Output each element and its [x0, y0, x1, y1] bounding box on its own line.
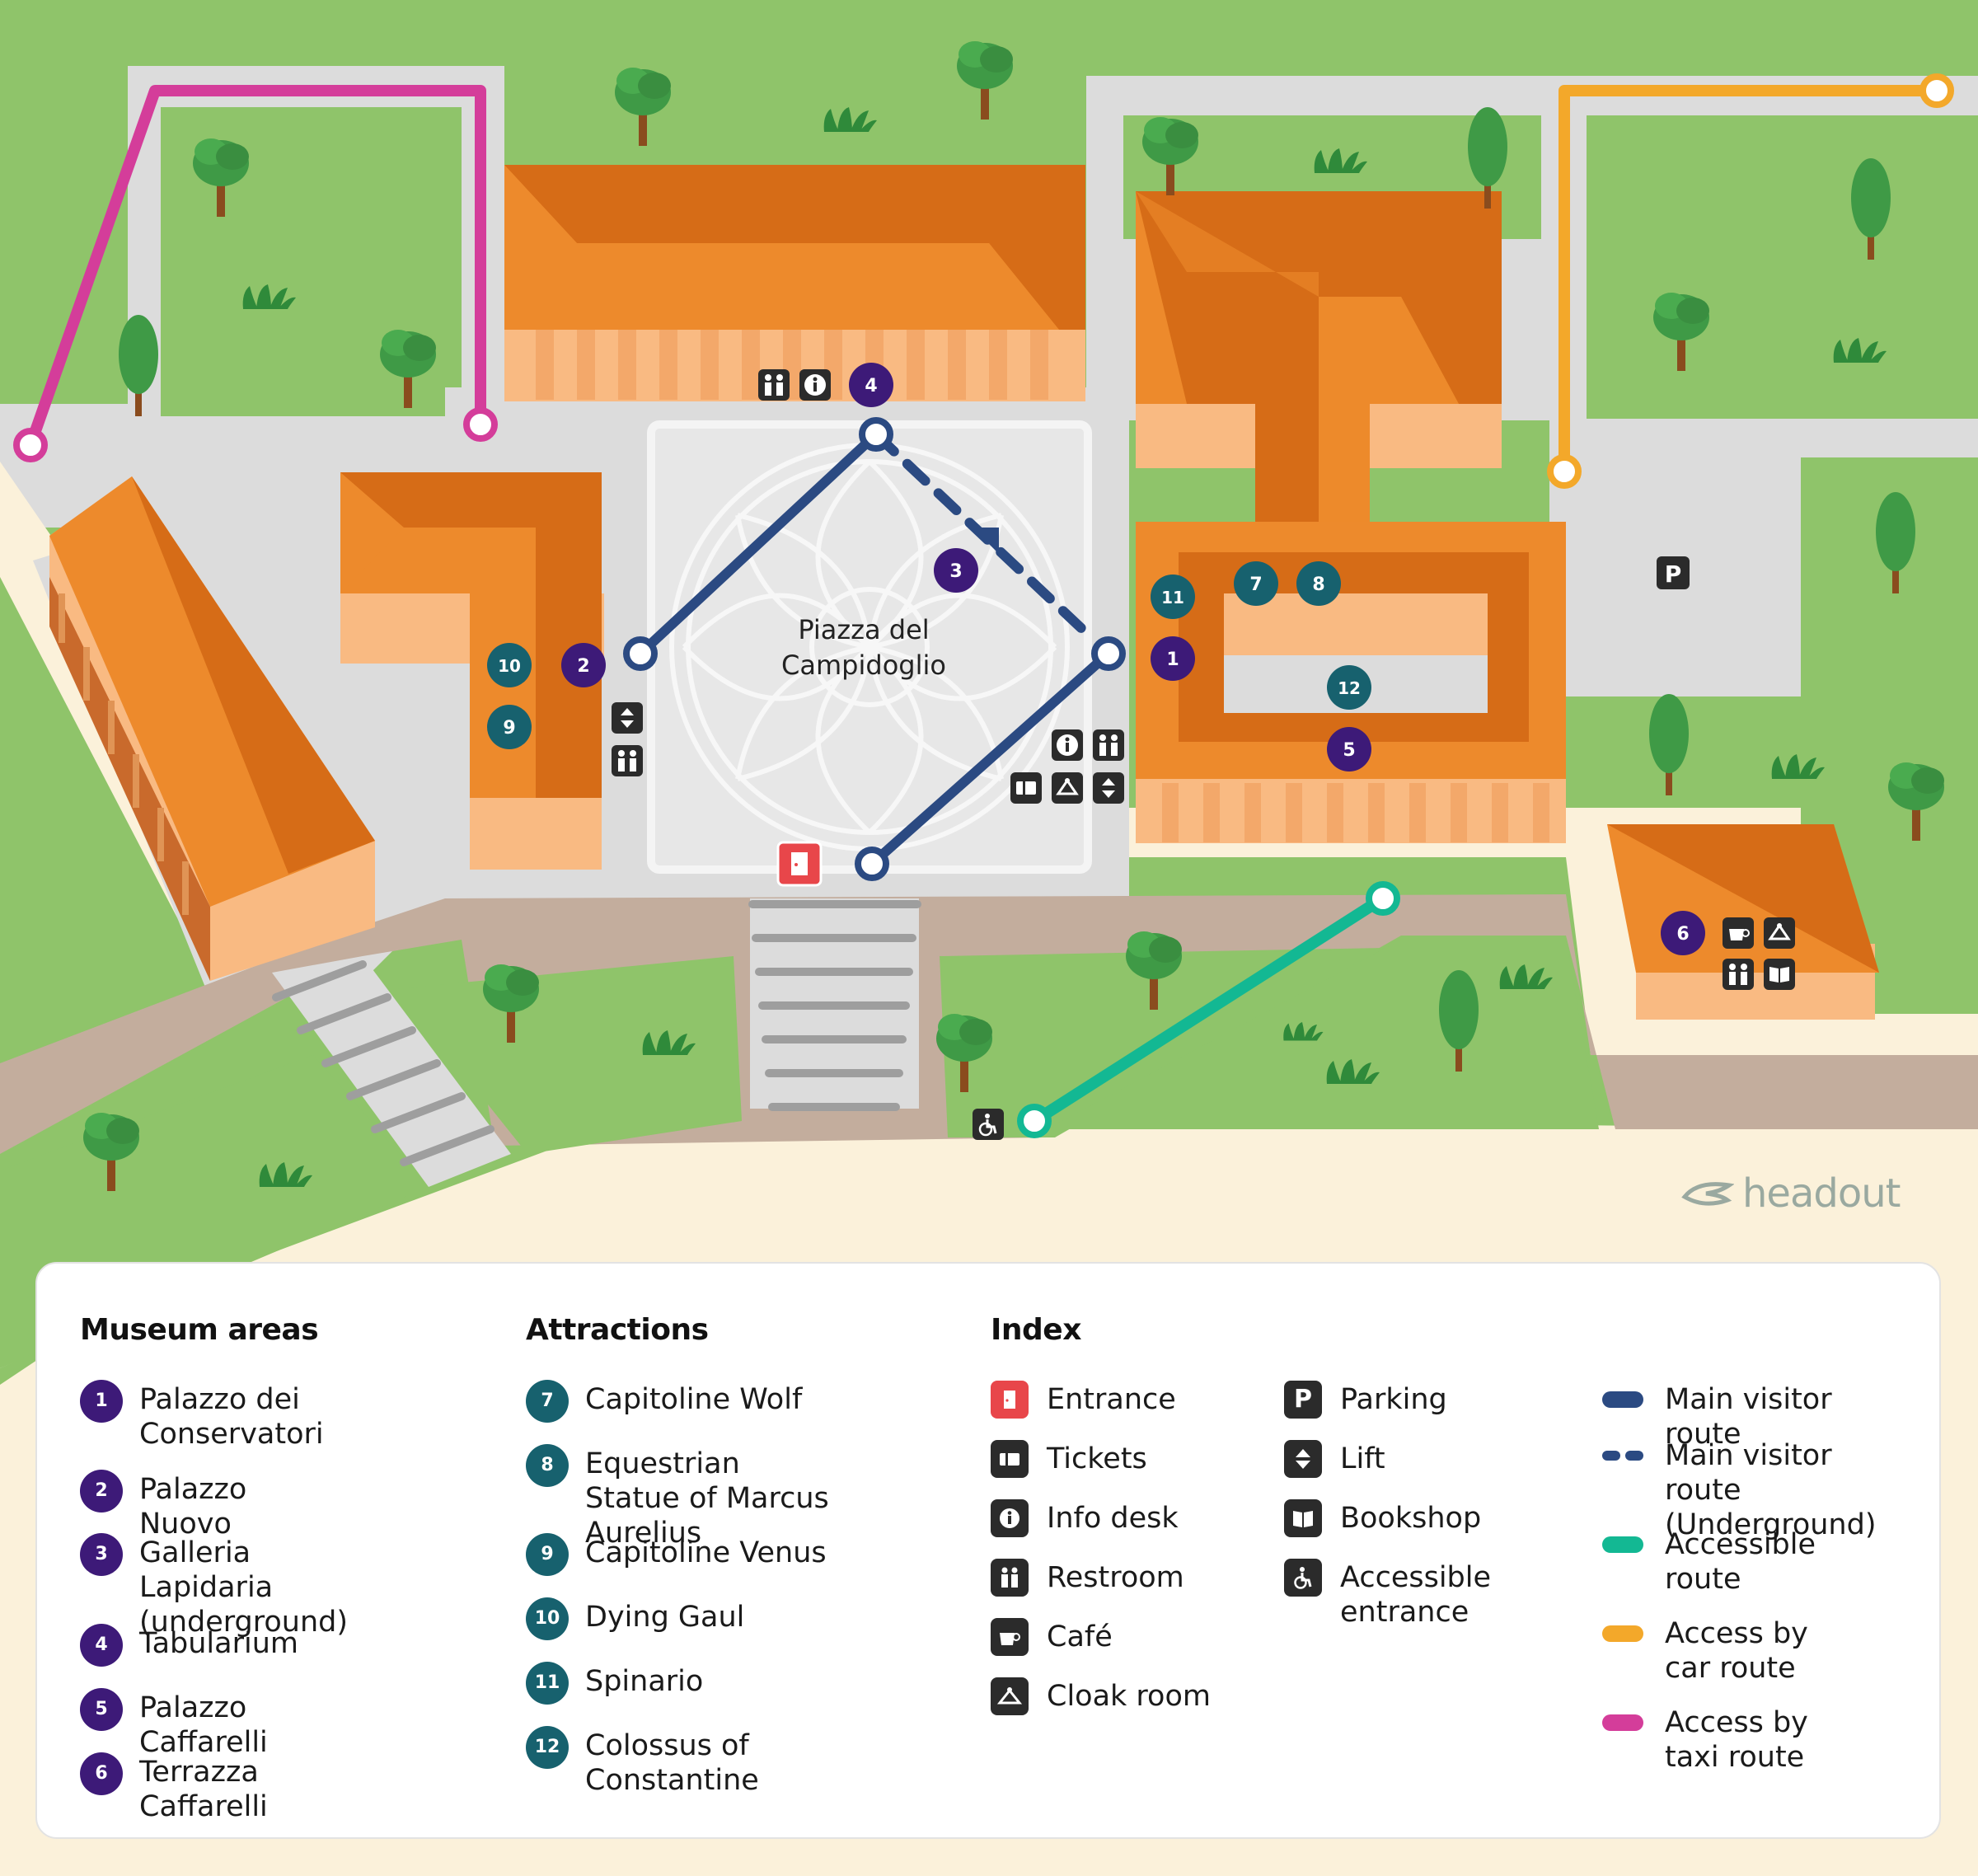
area-marker-3[interactable]: 3 [934, 548, 978, 593]
legend-index-lift: Lift [1284, 1440, 1385, 1478]
area-marker-4[interactable]: 4 [849, 363, 893, 407]
legend-route-accessible: Accessible route [1602, 1527, 1833, 1597]
headout-logo: headout [1681, 1170, 1901, 1217]
legend-route-main-underground: Main visitor route (Underground) [1602, 1438, 1915, 1542]
restroom-icon [758, 369, 790, 401]
main-route-swatch [1602, 1391, 1643, 1408]
cloak-room-icon [991, 1677, 1029, 1715]
accessible-route-swatch [1602, 1536, 1643, 1553]
attraction-marker-7[interactable]: 7 [1234, 561, 1278, 606]
legend-index-entrance: Entrance [991, 1381, 1176, 1419]
bookshop-icon [1764, 959, 1795, 990]
legend-index-accessible-entrance: Accessible entrance [1284, 1559, 1498, 1630]
legend-index-info: Info desk [991, 1499, 1179, 1537]
cafe-icon [991, 1618, 1029, 1656]
legend-index-cafe: Café [991, 1618, 1113, 1656]
parking-icon: P [1657, 556, 1690, 589]
restroom-icon [1723, 959, 1754, 990]
attraction-marker-9[interactable]: 9 [487, 705, 532, 749]
underground-route-swatch [1602, 1447, 1643, 1464]
restroom-icon [991, 1559, 1029, 1597]
info-icon [991, 1499, 1029, 1537]
svg-text:11: 11 [1161, 588, 1184, 607]
legend-index-cloakroom: Cloak room [991, 1677, 1211, 1715]
cloak-room-icon [1764, 917, 1795, 949]
ticket-icon [1010, 772, 1042, 804]
area-marker-1[interactable]: 1 [1151, 636, 1195, 681]
entrance-icon[interactable] [776, 841, 823, 887]
svg-text:1: 1 [1166, 650, 1179, 670]
attractions-heading: Attractions [526, 1313, 709, 1347]
accessible-entrance-icon [1284, 1559, 1322, 1597]
info-icon [1052, 729, 1083, 761]
bookshop-icon [1284, 1499, 1322, 1537]
svg-text:6: 6 [1676, 924, 1689, 945]
lift-icon [1093, 772, 1124, 804]
plaza-label-line1: Piazza del [798, 614, 929, 645]
index-heading: Index [991, 1313, 1081, 1347]
area-marker-5[interactable]: 5 [1327, 727, 1371, 772]
svg-text:3: 3 [949, 561, 962, 582]
accessible-entrance-icon[interactable] [973, 1109, 1004, 1140]
headout-logo-icon [1681, 1182, 1734, 1206]
svg-text:2: 2 [577, 656, 589, 677]
lift-icon [612, 702, 643, 734]
svg-text:10: 10 [498, 656, 521, 676]
area-marker-6[interactable]: 6 [1661, 911, 1705, 955]
taxi-route-swatch [1602, 1714, 1643, 1731]
legend-route-car: Access by car route [1602, 1616, 1849, 1686]
parking-icon: P [1284, 1381, 1322, 1419]
svg-text:7: 7 [1249, 575, 1262, 595]
area-marker-2[interactable]: 2 [561, 643, 606, 687]
car-route-swatch [1602, 1625, 1643, 1642]
plaza-label-line2: Campidoglio [781, 650, 946, 681]
attraction-marker-12[interactable]: 12 [1327, 665, 1371, 710]
ticket-icon [991, 1440, 1029, 1478]
legend-index-bookshop: Bookshop [1284, 1499, 1481, 1537]
restroom-icon [612, 745, 643, 776]
museum-areas-heading: Museum areas [80, 1313, 319, 1347]
legend-route-main: Main visitor route [1602, 1382, 1915, 1452]
svg-text:12: 12 [1338, 678, 1361, 698]
cafe-icon [1723, 917, 1754, 949]
attraction-marker-8[interactable]: 8 [1296, 561, 1341, 606]
svg-text:5: 5 [1343, 740, 1355, 761]
svg-text:8: 8 [1312, 575, 1324, 595]
legend-route-taxi: Access by taxi route [1602, 1705, 1849, 1775]
cloak-room-icon [1052, 772, 1083, 804]
entrance-icon [991, 1381, 1029, 1419]
svg-text:4: 4 [865, 376, 877, 396]
brand-name: headout [1742, 1170, 1901, 1217]
attraction-marker-10[interactable]: 10 [487, 643, 532, 687]
attraction-marker-11[interactable]: 11 [1151, 575, 1195, 619]
svg-text:9: 9 [503, 718, 515, 739]
legend-index-restroom: Restroom [991, 1559, 1184, 1597]
svg-text:P: P [1665, 560, 1682, 588]
lift-icon [1284, 1440, 1322, 1478]
legend-index-tickets: Tickets [991, 1440, 1147, 1478]
info-icon [799, 369, 831, 401]
restroom-icon [1093, 729, 1124, 761]
